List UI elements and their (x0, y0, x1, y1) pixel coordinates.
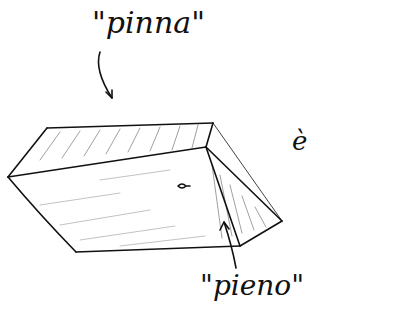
part-label: "pinna" (92, 8, 205, 38)
note-mark: è (292, 128, 307, 154)
part-label: "pieno" (200, 272, 304, 300)
